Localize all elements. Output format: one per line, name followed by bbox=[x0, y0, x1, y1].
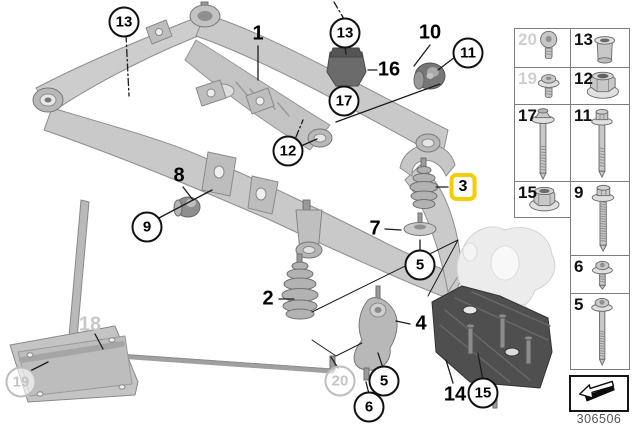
callout-20[interactable]: 20 bbox=[324, 365, 356, 397]
callout-8[interactable]: 8 bbox=[173, 164, 185, 187]
direction-of-travel-box bbox=[569, 375, 629, 412]
fastener-number: 12 bbox=[574, 69, 593, 88]
fastener-cell-5[interactable]: 5 bbox=[570, 293, 630, 370]
bolt-long-washer-icon bbox=[571, 105, 629, 181]
fastener-number: 20 bbox=[518, 30, 537, 49]
cover-panel-14 bbox=[431, 285, 553, 409]
bolt-short-washer-icon bbox=[571, 256, 629, 293]
callout-10[interactable]: 10 bbox=[418, 21, 442, 44]
direction-arrow-icon bbox=[574, 377, 624, 411]
callout-9[interactable]: 9 bbox=[131, 211, 163, 243]
fastener-number: 15 bbox=[518, 183, 537, 202]
nut-flange-large-icon bbox=[571, 68, 629, 104]
arm-4 bbox=[353, 285, 398, 381]
fastener-cell-13[interactable]: 13 bbox=[570, 28, 630, 68]
callout-18[interactable]: 18 bbox=[78, 313, 102, 336]
screw-button-icon bbox=[515, 29, 570, 67]
fastener-number: 17 bbox=[518, 106, 537, 125]
fastener-column-right: 13 12 11 9 6 5 bbox=[570, 28, 630, 370]
callout-1[interactable]: 1 bbox=[252, 22, 264, 45]
bushing-10 bbox=[413, 62, 446, 90]
fastener-number: 11 bbox=[574, 106, 592, 125]
callout-6[interactable]: 6 bbox=[353, 391, 385, 423]
callout-14[interactable]: 14 bbox=[443, 383, 467, 406]
rear-axle-carrier bbox=[32, 1, 463, 301]
callout-12[interactable]: 12 bbox=[272, 135, 304, 167]
fastener-number: 19 bbox=[518, 69, 537, 88]
fastener-number: 9 bbox=[574, 183, 584, 202]
bolt-long-cone-icon bbox=[515, 105, 570, 181]
callout-15[interactable]: 15 bbox=[467, 377, 499, 409]
fastener-number: 5 bbox=[574, 295, 584, 314]
callout-4[interactable]: 4 bbox=[415, 312, 427, 335]
callout-13[interactable]: 13 bbox=[329, 17, 361, 49]
brace-strut-and-plate bbox=[9, 199, 336, 403]
fastener-cell-17[interactable]: 17 bbox=[514, 104, 571, 182]
bump-stop-2 bbox=[281, 253, 319, 320]
nut-sleeve-icon bbox=[571, 29, 629, 67]
diagram-part-number: 306506 bbox=[576, 412, 622, 426]
callout-19[interactable]: 19 bbox=[5, 366, 37, 398]
fastener-number: 6 bbox=[574, 257, 584, 276]
nut-flange-icon bbox=[515, 182, 570, 217]
callout-3[interactable]: 3 bbox=[449, 173, 477, 201]
fastener-cell-9[interactable]: 9 bbox=[570, 181, 630, 256]
screw-flange-icon bbox=[515, 68, 570, 104]
callout-17[interactable]: 17 bbox=[328, 85, 360, 117]
bump-stop-3 bbox=[409, 157, 439, 209]
callout-13[interactable]: 13 bbox=[108, 6, 140, 38]
callout-7[interactable]: 7 bbox=[369, 217, 381, 240]
fastener-number: 13 bbox=[574, 30, 593, 49]
callout-5[interactable]: 5 bbox=[368, 365, 400, 397]
callout-11[interactable]: 11 bbox=[452, 37, 484, 69]
callout-2[interactable]: 2 bbox=[262, 287, 274, 310]
callout-5[interactable]: 5 bbox=[404, 249, 436, 281]
callout-16[interactable]: 16 bbox=[377, 58, 401, 81]
bolt-med-washer-icon bbox=[571, 294, 629, 369]
washer-7 bbox=[403, 212, 437, 236]
bolt-long-flange-icon bbox=[571, 182, 629, 255]
